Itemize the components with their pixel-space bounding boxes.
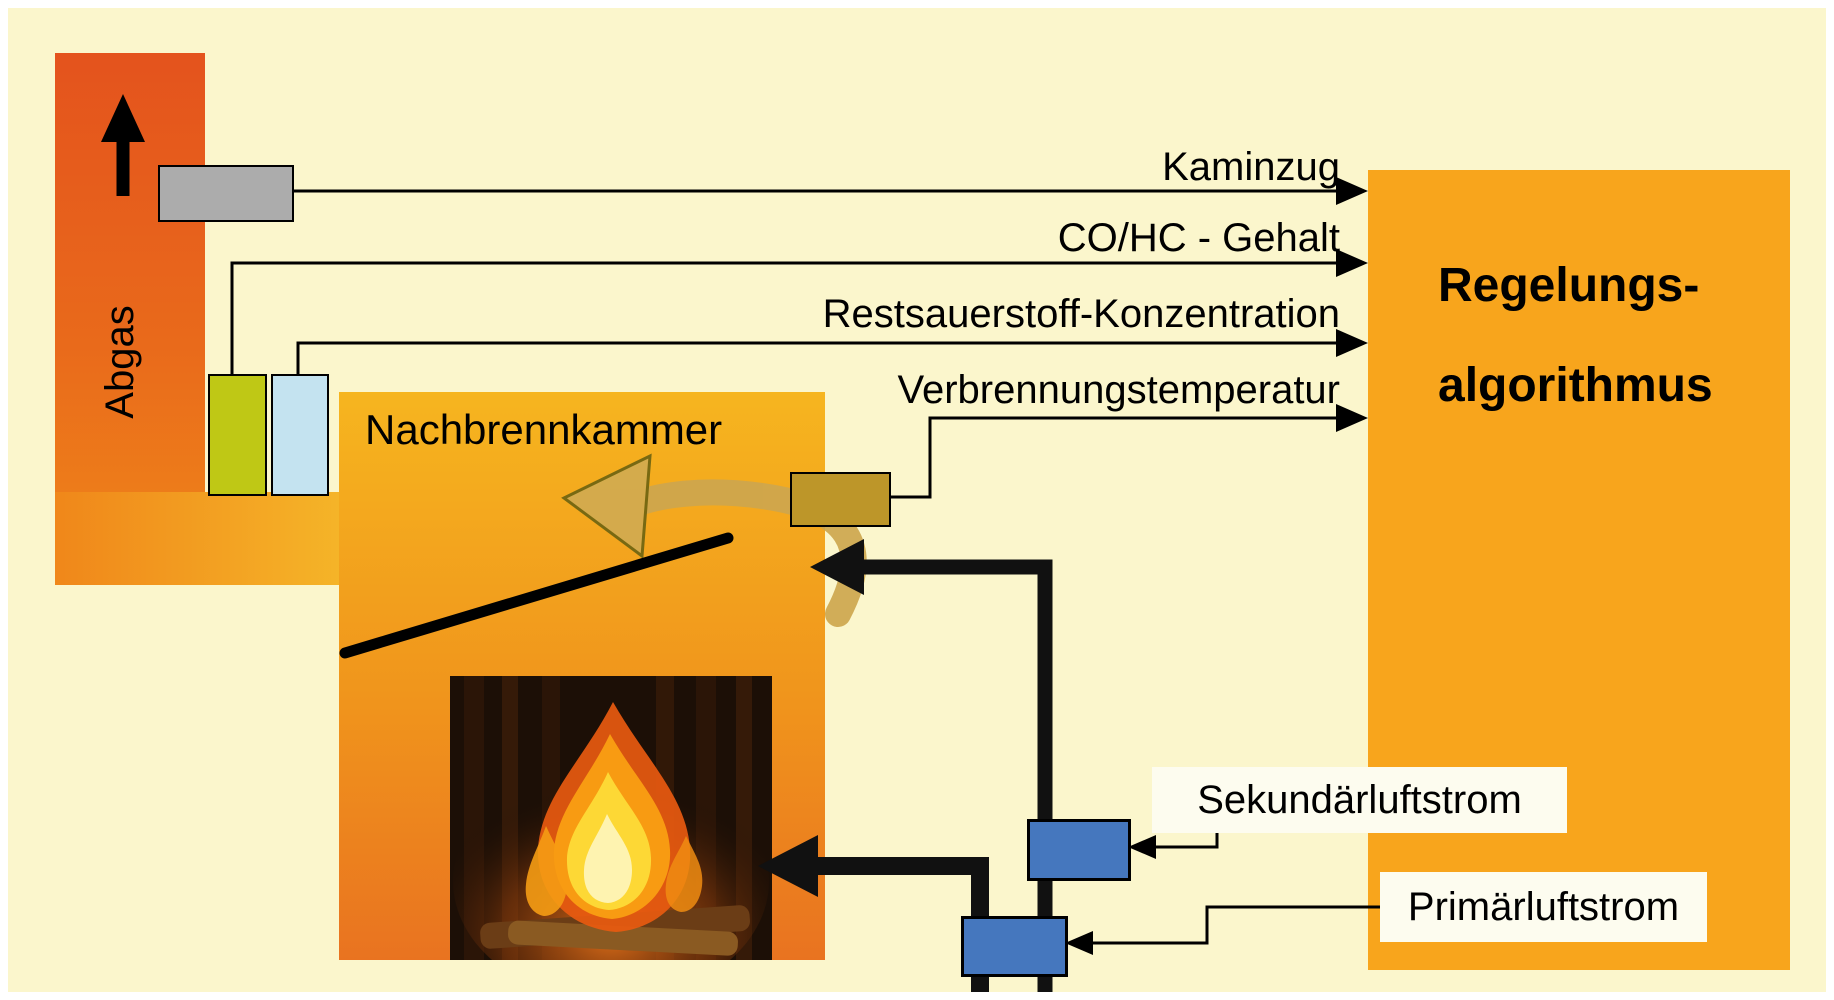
signal-label-verbrennungstemperatur: Verbrennungstemperatur — [897, 368, 1341, 412]
chamber-label: Nachbrennkammer — [365, 406, 723, 453]
draft-sensor — [158, 165, 294, 222]
primary-air-valve — [961, 916, 1068, 977]
primary-air-label-box: Primärluftstrom — [1380, 872, 1707, 942]
temperature-sensor — [790, 472, 891, 527]
signal-label-restsauerstoff: Restsauerstoff-Konzentration — [822, 292, 1340, 336]
flue-gas-label: Abgas — [98, 305, 142, 419]
secondary-air-label-box: Sekundärluftstrom — [1152, 767, 1567, 833]
fire-illustration — [450, 676, 772, 1000]
signal-label-kaminzug: Kaminzug — [1162, 145, 1340, 189]
flames — [525, 702, 703, 932]
wood-fire-photo — [450, 676, 772, 1000]
control-algorithm-label-line1: Regelungs- — [1438, 259, 1700, 312]
control-algorithm-label-line2: algorithmus — [1438, 359, 1713, 412]
secondary-air-valve — [1027, 819, 1131, 881]
secondary-air-label: Sekundärluftstrom — [1197, 777, 1522, 822]
control-algorithm-box — [1368, 170, 1790, 970]
signal-label-co-hc: CO/HC - Gehalt — [1057, 216, 1340, 260]
primary-air-label: Primärluftstrom — [1407, 884, 1680, 929]
co-hc-sensor — [208, 374, 267, 496]
control-algorithm-label: Regelungs- algorithmus — [1438, 236, 1713, 436]
oxygen-sensor — [271, 374, 329, 496]
